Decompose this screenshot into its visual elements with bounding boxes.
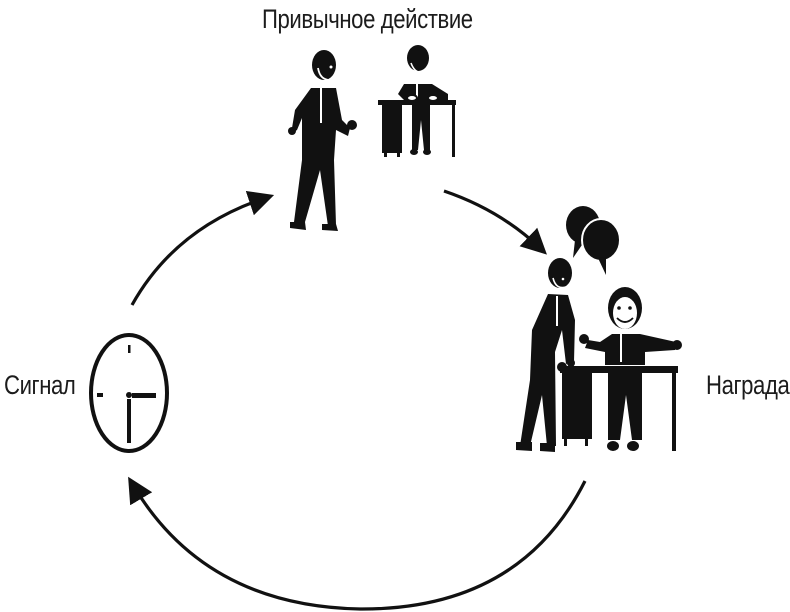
arrow-routine-to-reward bbox=[443, 189, 547, 255]
arrow-cue-to-routine bbox=[130, 190, 275, 306]
clock-icon bbox=[89, 333, 169, 453]
standing-man-figure bbox=[516, 258, 575, 452]
routine-label: Привычное действие bbox=[262, 4, 473, 34]
reward-label: Награда bbox=[706, 370, 790, 400]
seated-happy-man-figure bbox=[560, 287, 682, 451]
walking-man-figure bbox=[288, 50, 357, 231]
speech-bubbles-icon bbox=[566, 206, 621, 275]
seated-man-at-desk-figure bbox=[378, 45, 456, 157]
cue-label: Сигнал bbox=[4, 370, 76, 400]
arrow-reward-to-cue bbox=[128, 476, 587, 611]
